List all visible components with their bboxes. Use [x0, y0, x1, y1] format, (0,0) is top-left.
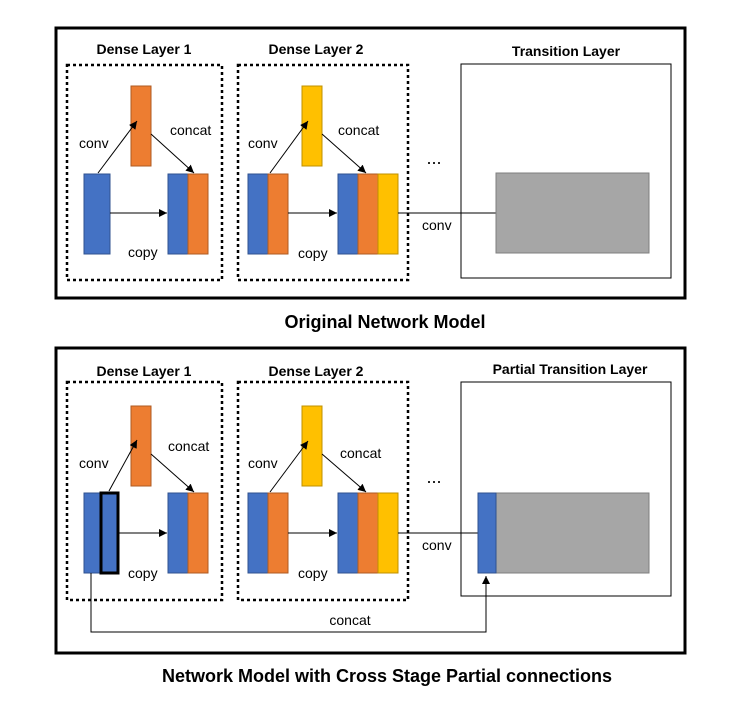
- conv-to-transition-label: conv: [422, 537, 452, 553]
- conv-arrow: [97, 120, 138, 174]
- dense-layer-1-title: Dense Layer 1: [97, 41, 192, 57]
- concat-blue-block: [337, 173, 359, 255]
- transition-layer: Transition Layer: [460, 43, 672, 279]
- concat-orange-block: [357, 173, 379, 255]
- input-blue-block: [247, 173, 269, 255]
- transition-output-block: [495, 172, 650, 254]
- partial-transition-layer: Partial Transition Layer: [460, 361, 672, 597]
- top-panel-caption: Original Network Model: [284, 312, 485, 332]
- bottom-dense-layer-2: Dense Layer 2 conv concat copy: [236, 363, 410, 602]
- copy-label: copy: [128, 565, 158, 581]
- bypass-concat-label: concat: [329, 612, 370, 628]
- input-blue-block: [247, 492, 269, 574]
- concat-label: concat: [338, 122, 379, 138]
- bottom-panel-caption: Network Model with Cross Stage Partial c…: [162, 666, 612, 686]
- conv-output-block: [301, 85, 323, 167]
- concat-orange-block: [187, 173, 209, 255]
- bypass-blue-block: [477, 492, 497, 574]
- conv-output-block: [301, 405, 323, 487]
- top-dense-layer-2: Dense Layer 2 conv concat copy: [236, 41, 410, 282]
- conv-label: conv: [248, 455, 278, 471]
- top-dense-layer-1: Dense Layer 1 conv concat copy: [65, 41, 224, 282]
- copy-label: copy: [298, 245, 328, 261]
- bottom-dense-layer-1: Dense Layer 1 conv concat copy: [65, 363, 224, 602]
- ellipsis: ...: [426, 467, 441, 487]
- concat-label: concat: [168, 438, 209, 454]
- partial-input-block: [99, 491, 120, 575]
- concat-label: concat: [170, 122, 211, 138]
- cross-stage-bypass-arrow: [90, 573, 490, 633]
- dense-layer-1-title: Dense Layer 1: [97, 363, 192, 379]
- conv-arrow: [108, 439, 138, 492]
- concat-blue-block: [167, 492, 189, 574]
- ellipsis: ...: [426, 148, 441, 168]
- bottom-panel: Dense Layer 1 conv concat copy Dense Lay…: [54, 346, 687, 655]
- concat-orange-block: [187, 492, 209, 574]
- dense-layer-2-title: Dense Layer 2: [269, 363, 364, 379]
- copy-label: copy: [128, 244, 158, 260]
- conv-to-transition-label: conv: [422, 217, 452, 233]
- conv-arrow: [269, 120, 309, 174]
- transition-layer-title: Transition Layer: [512, 43, 621, 59]
- copy-label: copy: [298, 565, 328, 581]
- top-panel-frame: [54, 26, 687, 300]
- conv-label: conv: [248, 135, 278, 151]
- concat-label: concat: [340, 445, 381, 461]
- conv-arrow: [269, 440, 309, 493]
- concat-blue-block: [337, 492, 359, 574]
- concat-arrow: [150, 133, 195, 174]
- dense-layer-2-title: Dense Layer 2: [269, 41, 364, 57]
- dense-layer-1-border: [65, 63, 224, 282]
- concat-yellow-block: [377, 492, 399, 574]
- input-block: [83, 173, 111, 255]
- concat-blue-block: [167, 173, 189, 255]
- concat-arrow: [321, 453, 367, 493]
- conv-label: conv: [79, 455, 109, 471]
- dense-layer-2-border: [236, 380, 410, 602]
- bottom-panel-frame: [54, 346, 687, 655]
- partial-transition-layer-title: Partial Transition Layer: [493, 361, 648, 377]
- concat-arrow: [150, 453, 195, 493]
- conv-label: conv: [79, 135, 109, 151]
- concat-yellow-block: [377, 173, 399, 255]
- concat-arrow: [321, 133, 367, 174]
- partial-transition-layer-border: [460, 381, 672, 597]
- input-orange-block: [267, 173, 289, 255]
- input-block: [83, 492, 102, 574]
- dense-layer-2-border: [236, 63, 410, 282]
- concat-orange-block: [357, 492, 379, 574]
- transition-layer-border: [460, 63, 672, 279]
- conv-output-block: [130, 85, 152, 167]
- transition-output-block: [495, 492, 650, 574]
- top-panel: Dense Layer 1 conv concat copy Dense Lay…: [54, 26, 687, 300]
- dense-layer-1-border: [65, 380, 224, 602]
- input-orange-block: [267, 492, 289, 574]
